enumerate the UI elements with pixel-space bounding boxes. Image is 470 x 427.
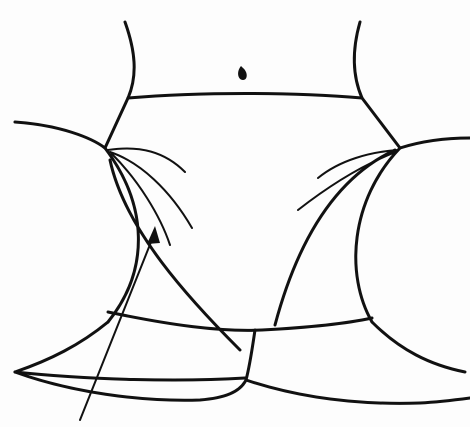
upper-right-edge [362,98,400,148]
center-seam [246,330,255,380]
right-bottom-line [246,380,470,403]
right-lobe-curve [356,148,400,322]
upper-left-edge [105,98,128,148]
left-lobe-curve [105,148,138,322]
left-outer-curve [15,122,105,148]
left-lower-outline [15,322,108,372]
pointer-arrowhead [147,226,160,244]
drop-mark-icon [238,66,247,80]
top-left-edge [125,22,134,98]
pointer-arrow-shaft [80,232,155,420]
top-band-line [128,94,362,99]
left-bottom-line [15,372,245,380]
right-outer-curve [400,138,470,148]
right-lower-outline [372,322,465,372]
lower-plate-top [108,312,372,330]
left-bristle-2 [110,152,192,228]
top-right-edge [354,22,362,98]
